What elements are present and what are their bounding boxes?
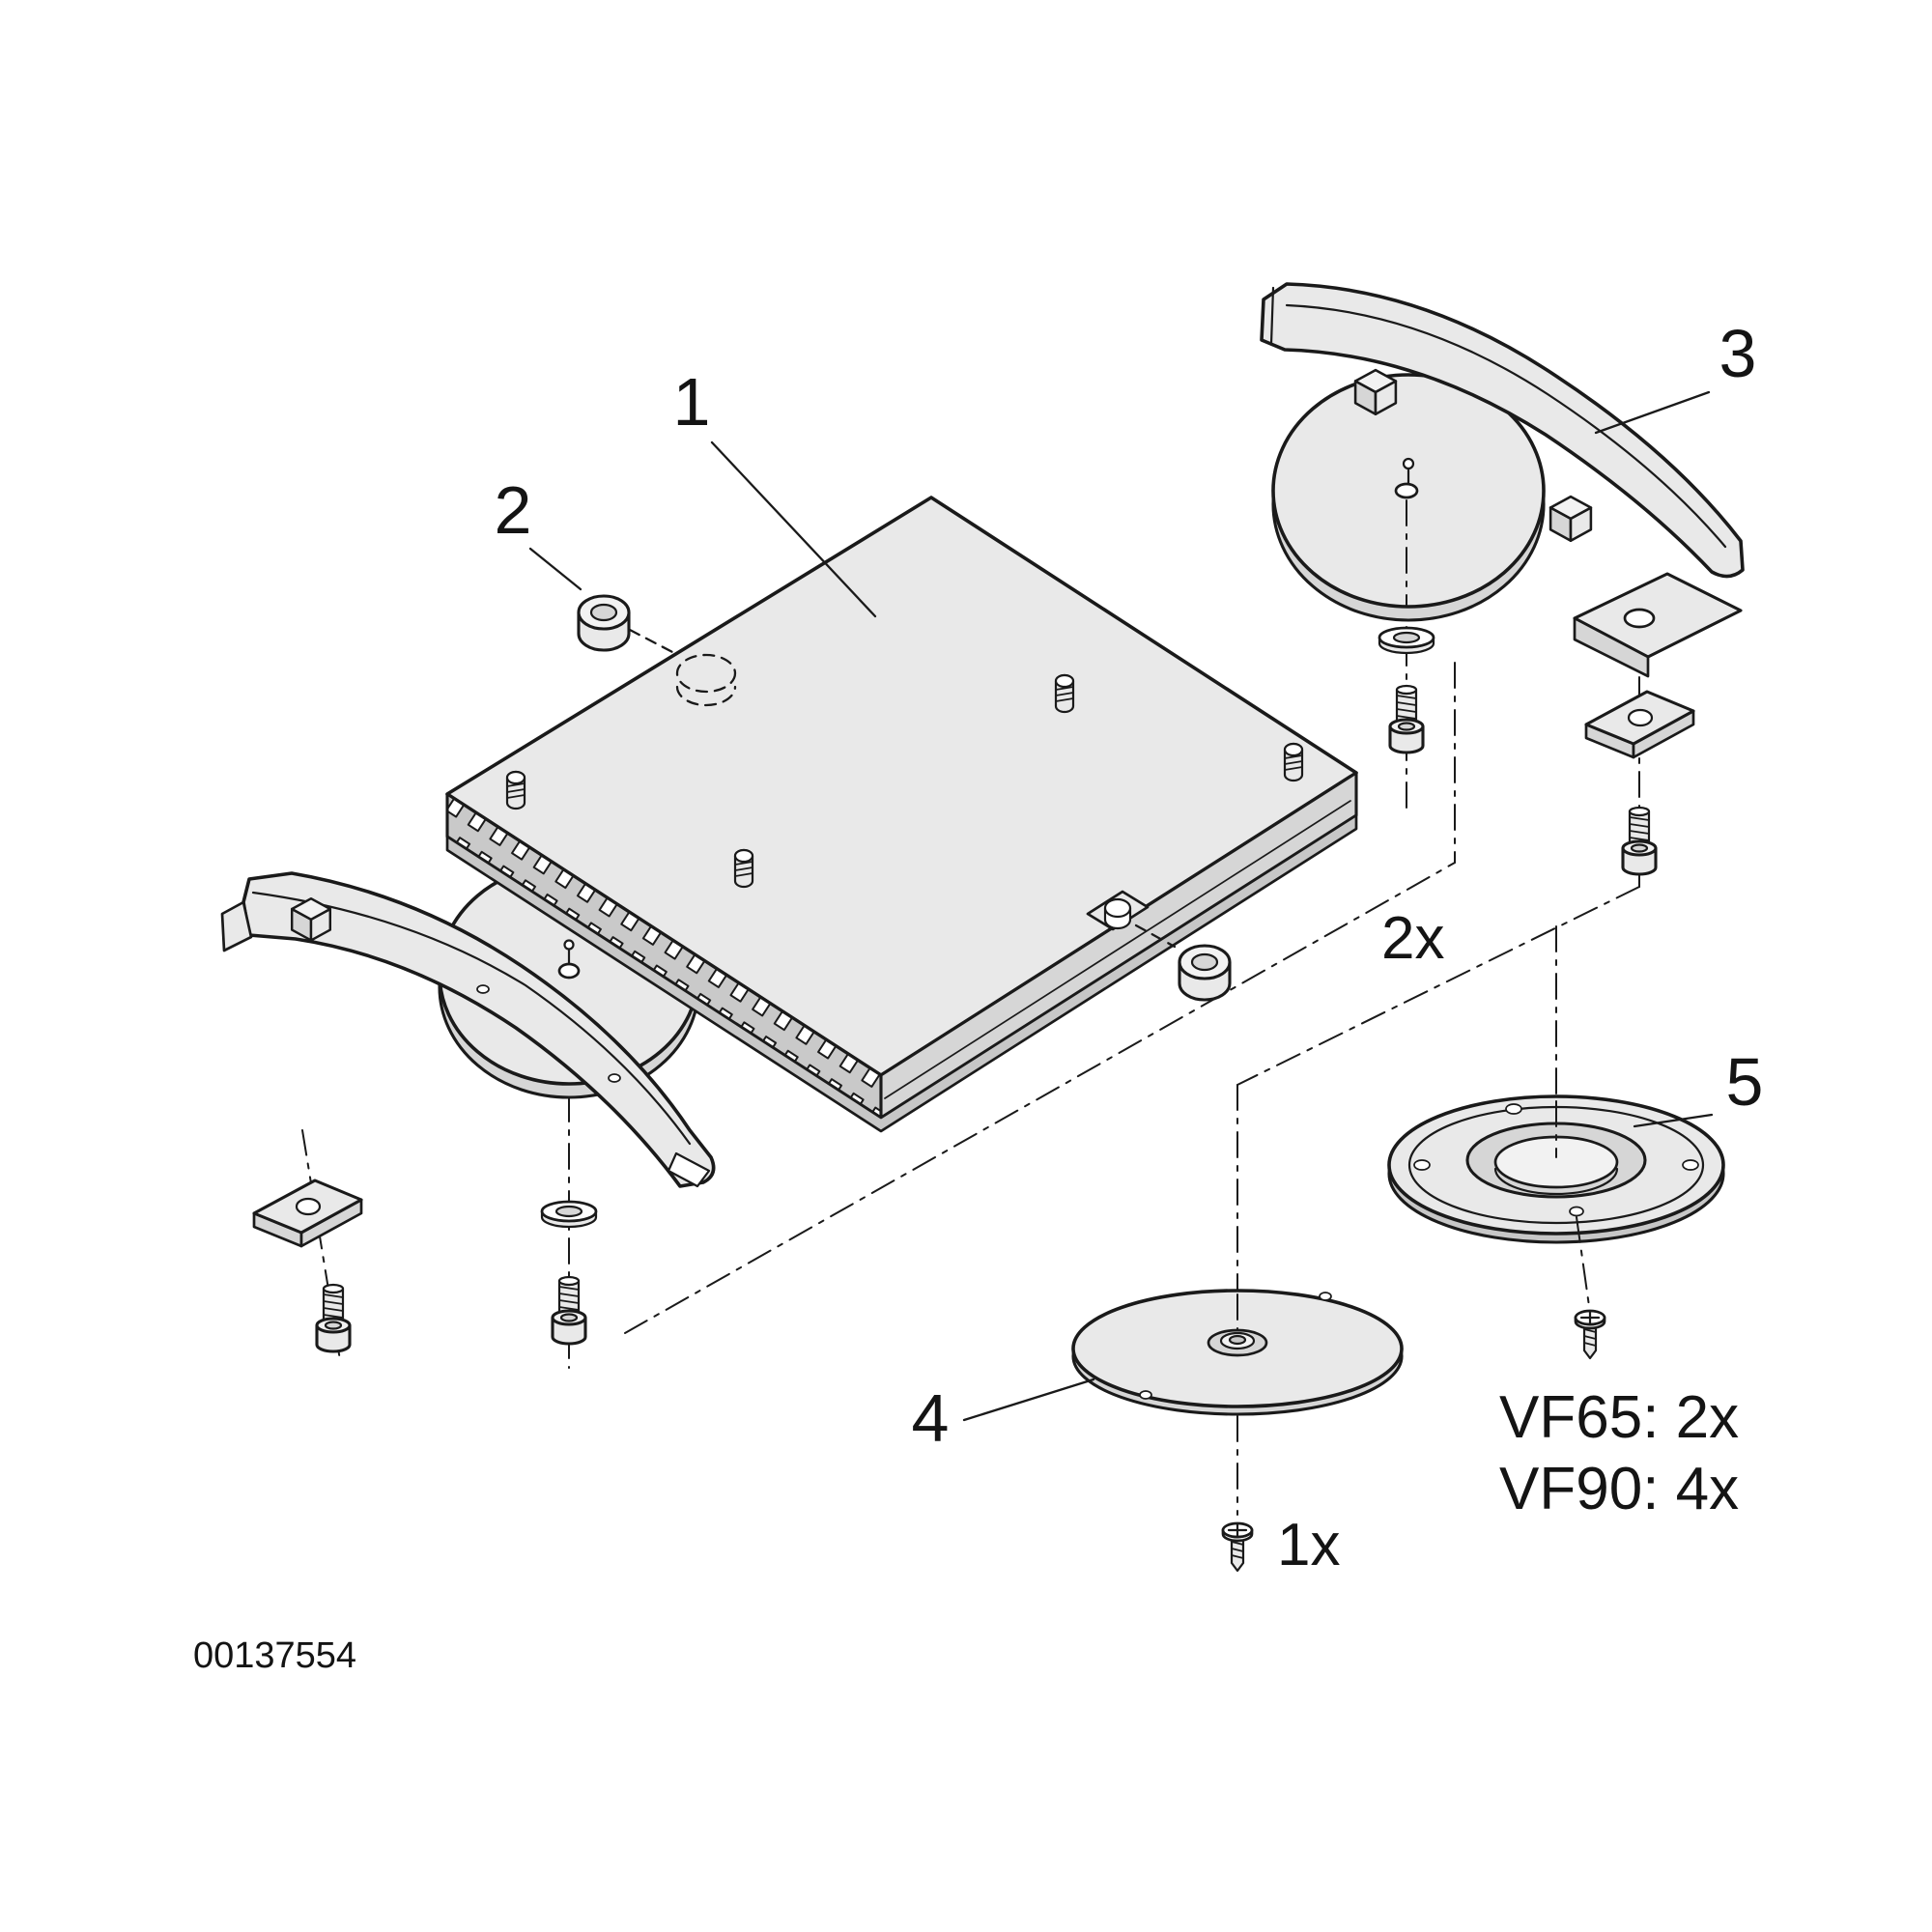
threaded-stud (733, 848, 754, 889)
mounting-tab (220, 900, 253, 952)
cap-screw (1621, 806, 1658, 876)
fan-hub-pin (1394, 457, 1419, 499)
qty-label-assembly: 2x (1381, 905, 1444, 972)
callout-5: 5 (1726, 1044, 1764, 1120)
vf90-label: VF90: 4x (1499, 1456, 1739, 1522)
cap-screw (1388, 684, 1425, 754)
ring-bore (1493, 1135, 1619, 1189)
callout-4: 4 (912, 1380, 950, 1456)
callout-3: 3 (1719, 316, 1757, 391)
threaded-stud (1054, 673, 1075, 714)
outlet-notch (667, 1151, 711, 1188)
pan-screw (1574, 1309, 1606, 1360)
fan-hub-pin (557, 939, 581, 980)
cap-screw (315, 1283, 352, 1353)
scroll-housing (242, 871, 716, 1188)
cap-screw (551, 1275, 587, 1346)
nut-plate (1584, 690, 1695, 759)
labels: 1 2 3 4 5 2x 1x VF65: 2x VF90: 4x 001375… (193, 316, 1763, 1676)
grommet-bushing (577, 594, 1232, 1002)
qty-label-disc-screw: 1x (1277, 1512, 1340, 1578)
nut-plate (252, 1179, 363, 1248)
washer (540, 1200, 598, 1229)
bushing-hole-hidden (675, 653, 737, 707)
mounting-disc (1071, 1289, 1404, 1573)
washer (1378, 626, 1435, 655)
fan-assembly-right (1260, 282, 1745, 876)
cover-ring (1387, 1094, 1725, 1360)
threaded-stud (505, 770, 526, 810)
panel-bottom-ledge (445, 813, 1358, 1133)
scroll-housing (1260, 282, 1745, 579)
edge-notch-bushing (1086, 890, 1150, 931)
leader-lines (528, 390, 1714, 1422)
disc-hub (1207, 1328, 1268, 1357)
mounting-foot (1573, 572, 1743, 678)
connector-block (290, 896, 332, 942)
vf65-label: VF65: 2x (1499, 1384, 1739, 1451)
panel (445, 496, 1358, 1133)
pan-screw (1221, 1521, 1254, 1573)
document-number: 00137554 (193, 1635, 356, 1676)
threaded-stud (1283, 742, 1304, 782)
connector-block (1353, 368, 1398, 415)
connector-block (1548, 495, 1593, 542)
bushing (577, 594, 631, 652)
callout-1: 1 (673, 364, 711, 440)
bushing (1178, 944, 1232, 1002)
callout-2: 2 (495, 472, 532, 548)
